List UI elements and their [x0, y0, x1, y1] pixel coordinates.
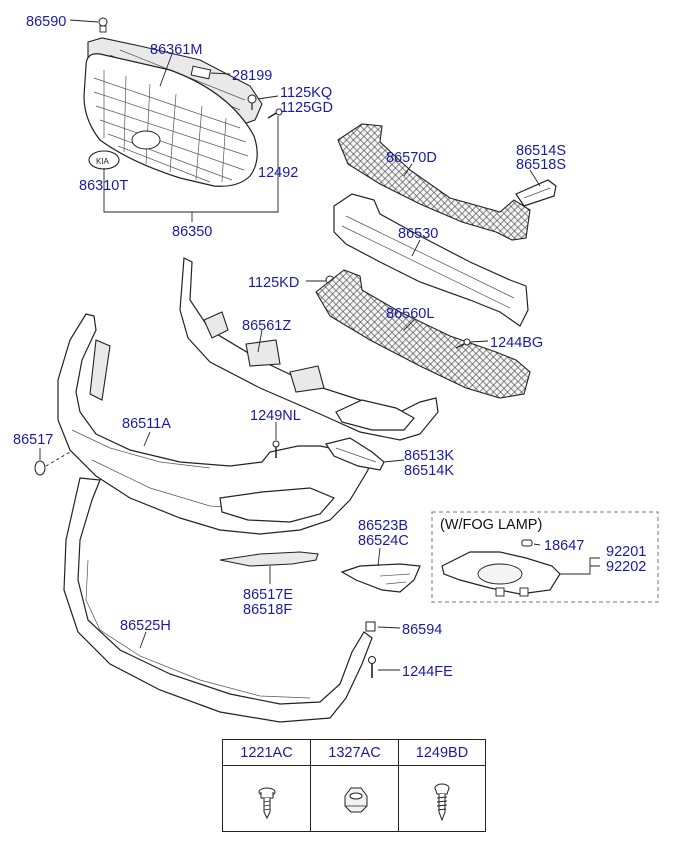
lower-grille-86560L [315, 269, 531, 399]
garnish-86523B [340, 563, 421, 593]
label-86511A: 86511A [122, 416, 171, 432]
label-1244BG: 1244BG [490, 335, 543, 351]
label-1125GD: 1125GD [280, 100, 333, 116]
legend-code: 1327AC [311, 740, 398, 766]
absorber-86570D [337, 123, 531, 241]
leader-1125KQ [257, 95, 279, 100]
tapping-screw-icon [399, 778, 485, 822]
label-86517E: 86517E [243, 587, 293, 603]
leader-1244BG [469, 340, 489, 343]
fog-lamp-title: (W/FOG LAMP) [440, 517, 542, 533]
label-86513K: 86513K [404, 448, 454, 464]
label-86530: 86530 [398, 226, 438, 242]
leader-86511A [143, 431, 151, 447]
bracket-86350 [103, 116, 279, 213]
leader-86594 [377, 626, 401, 629]
leader-86523B [377, 547, 381, 567]
label-92202: 92202 [606, 559, 646, 575]
label-12492: 12492 [258, 165, 298, 181]
leader-86361M [159, 53, 173, 87]
label-86310T: 86310T [79, 178, 128, 194]
leader-86513K [383, 459, 405, 463]
leader-28199 [210, 72, 231, 75]
label-86525H: 86525H [120, 618, 171, 634]
label-86350: 86350 [172, 224, 212, 240]
nut-icon [311, 778, 398, 822]
legend-code: 1249BD [399, 740, 485, 766]
label-86590: 86590 [26, 14, 66, 30]
label-92201: 92201 [606, 544, 646, 560]
label-86570D: 86570D [386, 150, 437, 166]
label-86561Z: 86561Z [242, 318, 291, 334]
leader-86530 [411, 239, 421, 257]
cap-86517 [34, 460, 46, 476]
lower-cover-86561Z [179, 257, 439, 441]
screw-1249NL [272, 440, 280, 458]
moulding-86517E [219, 551, 319, 567]
leader-86525H [139, 631, 147, 649]
leader-86570D [403, 163, 413, 177]
label-86518F: 86518F [243, 602, 292, 618]
label-86560L: 86560L [386, 306, 434, 322]
legend-column-1: 1221AC [223, 740, 311, 831]
bracket-86514S [515, 179, 557, 207]
svg-text:KIA: KIA [96, 157, 110, 166]
clip-86594 [365, 621, 376, 632]
legend-code: 1221AC [223, 740, 310, 766]
bracket-86513K [325, 437, 385, 471]
label-86514S: 86514S [516, 143, 566, 159]
label-28199: 28199 [232, 68, 272, 84]
leader-86561Z [257, 329, 263, 353]
leader-86590 [69, 19, 99, 23]
legend-column-2: 1327AC [311, 740, 399, 831]
fastener-legend-table: 1221AC 1327AC 1249BD [222, 739, 486, 832]
clip-86590 [98, 17, 108, 33]
label-86594: 86594 [402, 622, 442, 638]
screw-1244FE [368, 656, 376, 678]
label-86361M: 86361M [150, 42, 202, 58]
screw-12492 [267, 108, 283, 119]
bolt-1125KQ [247, 94, 257, 110]
label-1125KQ: 1125KQ [280, 85, 332, 101]
label-18647: 18647 [544, 538, 584, 554]
leader-86517-dashed [45, 451, 71, 467]
label-86514K: 86514K [404, 463, 454, 479]
emblem-86310T: KIA [88, 150, 120, 170]
leader-92201 [560, 557, 600, 575]
fog-lamp-92201 [441, 551, 561, 597]
label-1244FE: 1244FE [402, 664, 453, 680]
label-86524C: 86524C [358, 533, 409, 549]
label-86517: 86517 [13, 432, 53, 448]
bracket-1244BG-screw [455, 338, 471, 349]
label-plate-28199 [190, 65, 212, 80]
leader-18647 [533, 543, 541, 546]
label-86523B: 86523B [358, 518, 408, 534]
leader-86560L [403, 319, 415, 331]
label-1249NL: 1249NL [250, 408, 301, 424]
legend-column-3: 1249BD [399, 740, 485, 831]
grille-86350 [83, 53, 258, 187]
label-1125KD: 1125KD [248, 275, 299, 291]
screw-icon [223, 778, 310, 822]
bulb-18647 [521, 539, 533, 547]
leader-86514S [529, 169, 541, 187]
beam-86530 [333, 193, 529, 327]
fog-lamp-box [431, 511, 659, 603]
label-86518S: 86518S [516, 157, 566, 173]
lower-lip-86525H [63, 477, 373, 723]
